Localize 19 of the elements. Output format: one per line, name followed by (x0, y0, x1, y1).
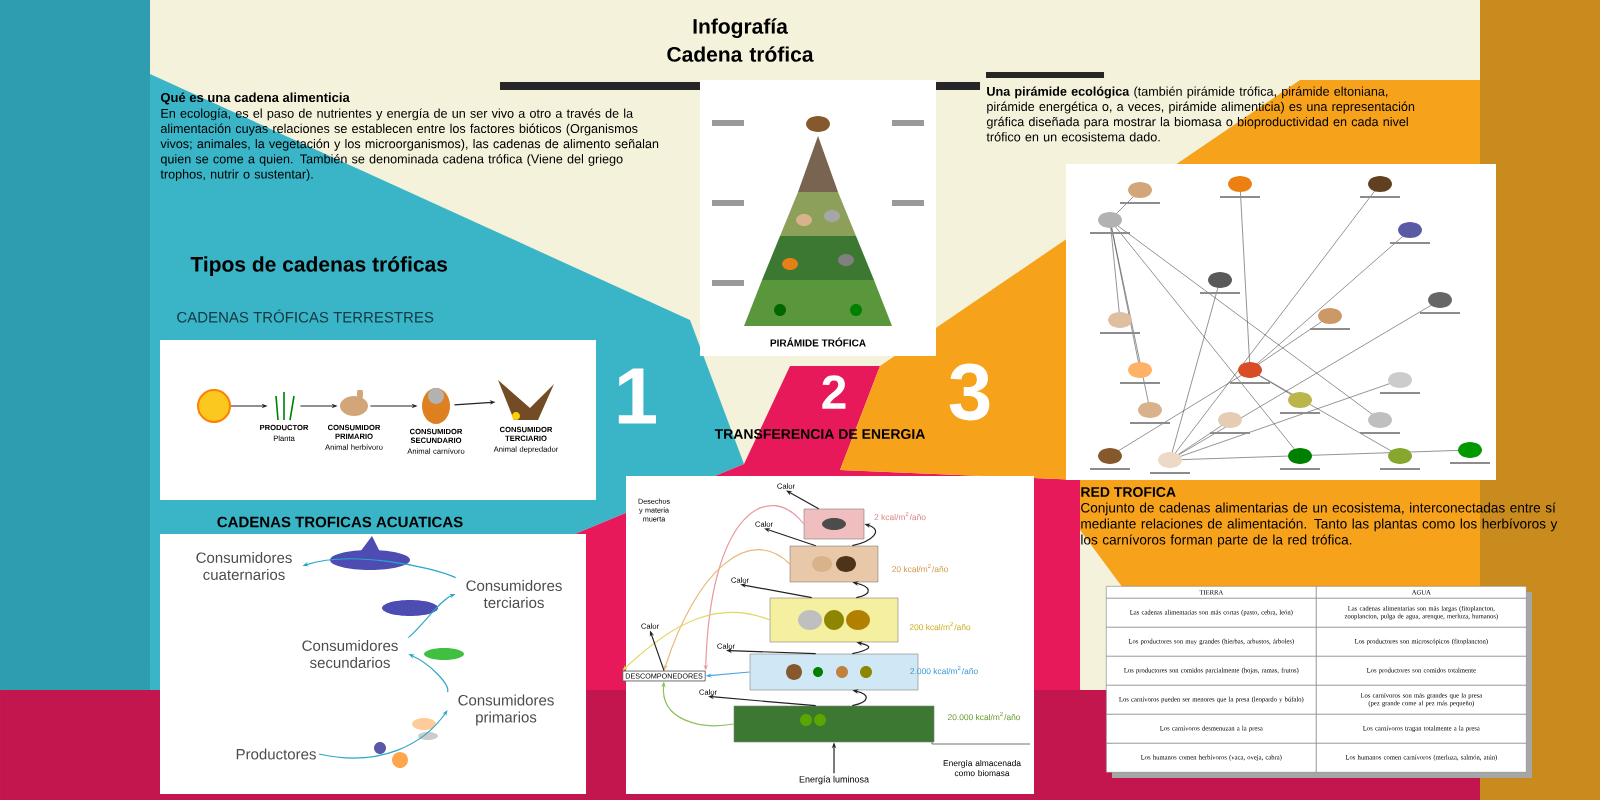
arrow (622, 611, 771, 671)
sun-picture (197, 389, 231, 423)
section-heading: Tipos de cadenas tróficas (190, 256, 448, 276)
arrow (764, 528, 817, 547)
pyramid-level (789, 545, 879, 583)
title: Infografía Cadena trófica (667, 18, 814, 62)
arrow (851, 689, 867, 707)
step-number: 1 (618, 368, 656, 424)
arrow (851, 523, 877, 547)
arrow (726, 648, 817, 655)
arrow (318, 710, 448, 759)
step-number: 3 (949, 363, 990, 421)
arrow (851, 641, 870, 655)
arrow (740, 583, 813, 599)
pyramid-level (733, 705, 935, 743)
arrow (786, 490, 820, 510)
pyramid-level (769, 597, 899, 643)
pyramid-level (803, 508, 865, 540)
step-number: 2 (822, 375, 846, 409)
